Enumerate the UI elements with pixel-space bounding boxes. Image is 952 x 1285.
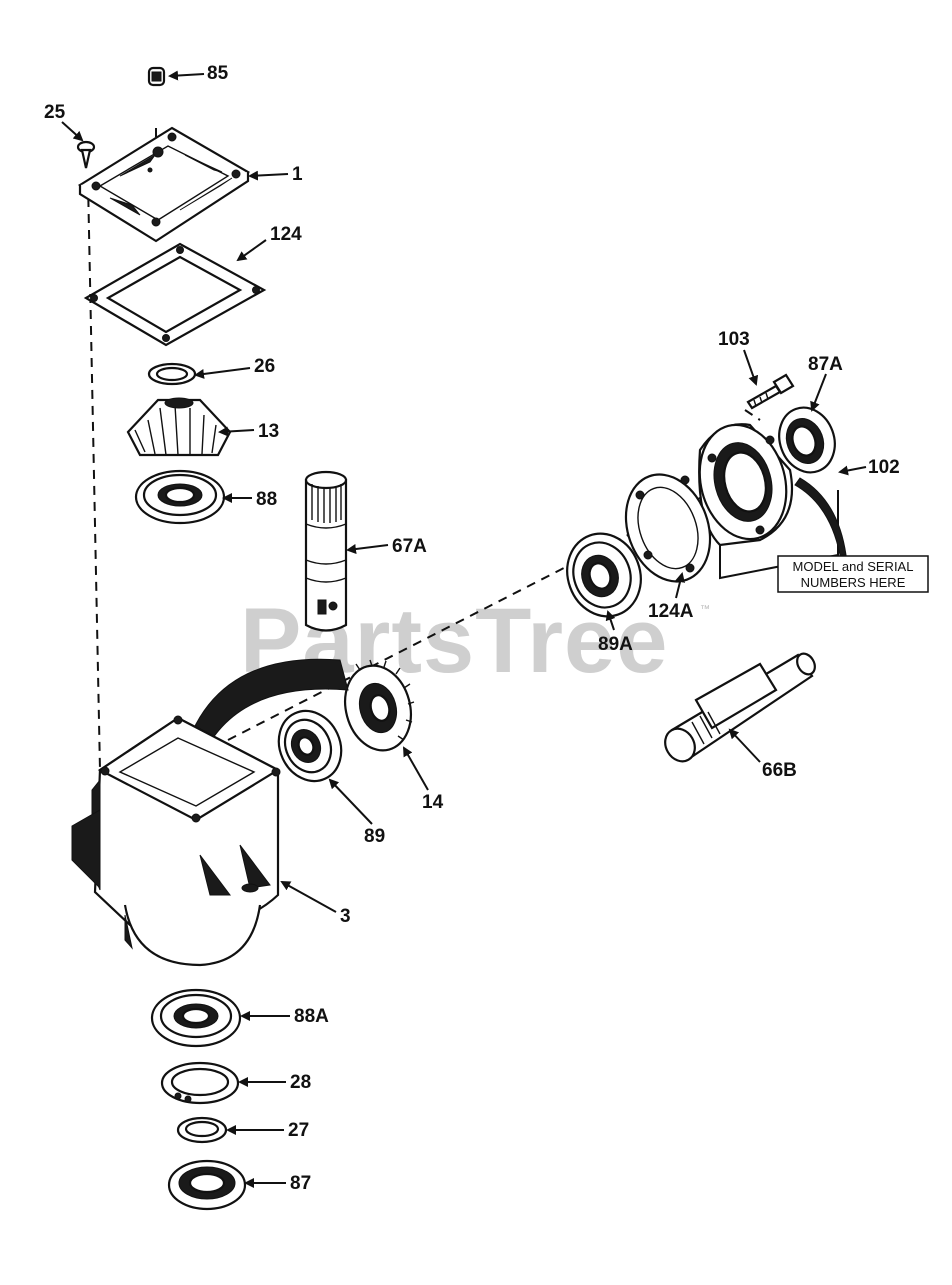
assembly-line-bolt bbox=[744, 409, 761, 421]
callout-66B: 66B bbox=[762, 760, 797, 781]
callout-27: 27 bbox=[288, 1120, 309, 1141]
model-note-line2: NUMBERS HERE bbox=[801, 575, 906, 590]
part-88-bearing[interactable] bbox=[134, 469, 226, 525]
part-88A-bearing[interactable] bbox=[150, 988, 242, 1048]
callout-88A: 88A bbox=[294, 1006, 329, 1027]
callout-124A: 124A bbox=[648, 601, 694, 622]
part-25-screw[interactable] bbox=[76, 140, 96, 169]
part-67A-shaft[interactable] bbox=[304, 470, 348, 632]
callout-89: 89 bbox=[364, 826, 385, 847]
assembly-line-vertical bbox=[87, 181, 101, 771]
callout-25: 25 bbox=[44, 102, 66, 123]
part-27-snap-ring[interactable] bbox=[176, 1116, 228, 1144]
part-66B-shaft[interactable] bbox=[659, 650, 818, 766]
watermark-trademark: ™ bbox=[700, 604, 710, 615]
part-89A-bearing[interactable] bbox=[556, 523, 652, 627]
part-89-bearing[interactable] bbox=[268, 701, 353, 792]
callout-14: 14 bbox=[422, 792, 444, 813]
callout-26: 26 bbox=[254, 356, 275, 377]
part-13-bevel-gear[interactable] bbox=[126, 397, 232, 457]
callout-102: 102 bbox=[868, 457, 900, 478]
part-85-plug[interactable] bbox=[147, 66, 166, 87]
part-87A-seal[interactable] bbox=[770, 400, 843, 480]
part-124A-gasket[interactable] bbox=[612, 463, 725, 594]
leader-lines bbox=[61, 70, 867, 1188]
callout-89A: 89A bbox=[598, 634, 633, 655]
part-14-gear[interactable] bbox=[336, 658, 420, 758]
part-103-bolt[interactable] bbox=[746, 373, 795, 410]
callout-28: 28 bbox=[290, 1072, 311, 1093]
callout-67A: 67A bbox=[392, 536, 427, 557]
part-1-cover[interactable] bbox=[77, 126, 251, 243]
callout-13: 13 bbox=[258, 421, 279, 442]
callout-88: 88 bbox=[256, 489, 277, 510]
callout-103: 103 bbox=[718, 329, 750, 350]
callout-1: 1 bbox=[292, 164, 303, 185]
part-87-seal[interactable] bbox=[167, 1159, 247, 1211]
callout-labels: 85 25 1 124 26 13 88 67A 103 87A 102 124… bbox=[44, 63, 900, 1194]
part-3-housing[interactable] bbox=[71, 715, 281, 967]
part-26-snap-ring[interactable] bbox=[147, 362, 197, 386]
callout-87A: 87A bbox=[808, 354, 843, 375]
callout-124: 124 bbox=[270, 224, 302, 245]
part-28-snap-ring[interactable] bbox=[160, 1061, 240, 1105]
callout-3: 3 bbox=[340, 906, 351, 927]
callout-85: 85 bbox=[207, 63, 229, 84]
part-102-retainer[interactable] bbox=[687, 415, 798, 549]
model-plate-tag bbox=[794, 477, 847, 556]
model-note-line1: MODEL and SERIAL bbox=[793, 559, 914, 574]
model-serial-note: MODEL and SERIAL NUMBERS HERE bbox=[777, 555, 929, 593]
callout-87: 87 bbox=[290, 1173, 311, 1194]
part-124-gasket[interactable] bbox=[83, 242, 267, 347]
rotation-arrow bbox=[179, 658, 349, 776]
